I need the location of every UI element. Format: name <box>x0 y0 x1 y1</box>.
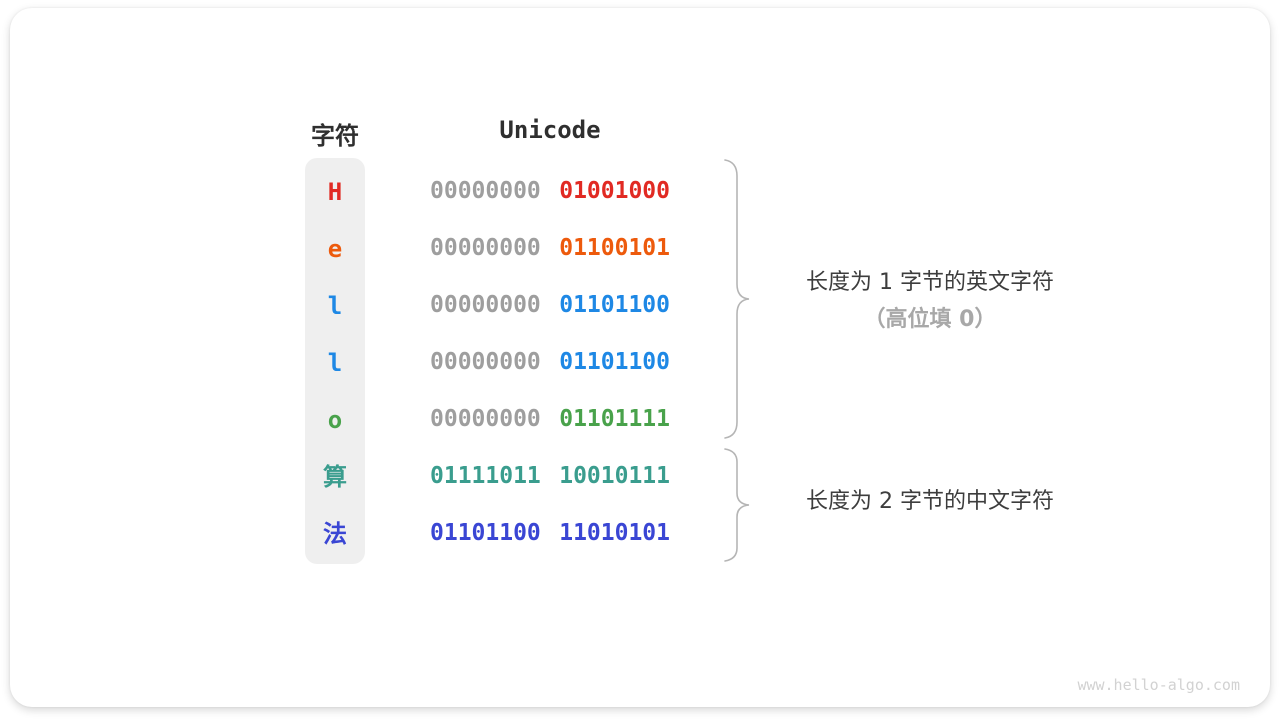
unicode-low-byte: 01101100 <box>559 349 670 375</box>
unicode-high-byte: 00000000 <box>430 406 541 432</box>
char-label: 算 <box>323 462 347 491</box>
figure-card <box>10 8 1270 707</box>
table-row: e 00000000 01100101 <box>0 220 1280 277</box>
brace-english-group <box>722 158 750 440</box>
encoding-table: H 00000000 01001000 e 00000000 01100101 … <box>0 163 1280 562</box>
unicode-high-byte: 01111011 <box>430 463 541 489</box>
unicode-column-header: Unicode <box>499 116 601 144</box>
char-label: e <box>327 234 343 263</box>
char-label: l <box>327 348 343 377</box>
char-label: o <box>327 405 343 434</box>
table-row: l 00000000 01101100 <box>0 277 1280 334</box>
table-row: o 00000000 01101111 <box>0 391 1280 448</box>
table-row: H 00000000 01001000 <box>0 163 1280 220</box>
table-row: l 00000000 01101100 <box>0 334 1280 391</box>
watermark-text: www.hello-algo.com <box>1077 676 1240 694</box>
unicode-high-byte: 01101100 <box>430 520 541 546</box>
brace-chinese-group <box>722 447 750 563</box>
char-label: l <box>327 291 343 320</box>
annotation-chinese-group: 长度为 2 字节的中文字符 <box>765 487 1095 517</box>
unicode-low-byte: 10010111 <box>559 463 670 489</box>
unicode-high-byte: 00000000 <box>430 349 541 375</box>
unicode-low-byte: 01101111 <box>559 406 670 432</box>
unicode-low-byte: 01001000 <box>559 178 670 204</box>
unicode-high-byte: 00000000 <box>430 292 541 318</box>
annotation-chinese-line1: 长度为 2 字节的中文字符 <box>806 489 1054 514</box>
unicode-high-byte: 00000000 <box>430 235 541 261</box>
unicode-low-byte: 01101100 <box>559 292 670 318</box>
unicode-low-byte: 01100101 <box>559 235 670 261</box>
unicode-low-byte: 11010101 <box>559 520 670 546</box>
table-row: 法 01101100 11010101 <box>0 505 1280 562</box>
char-label: 法 <box>323 519 347 548</box>
annotation-english-line1: 长度为 1 字节的英文字符 <box>806 270 1054 295</box>
annotation-english-group: 长度为 1 字节的英文字符 （高位填 0） <box>765 268 1095 335</box>
char-column-header: 字符 <box>311 122 359 150</box>
unicode-high-byte: 00000000 <box>430 178 541 204</box>
char-column-background <box>305 158 365 564</box>
char-label: H <box>327 177 343 206</box>
table-row: 算 01111011 10010111 <box>0 448 1280 505</box>
annotation-english-line2: （高位填 0） <box>863 307 997 332</box>
